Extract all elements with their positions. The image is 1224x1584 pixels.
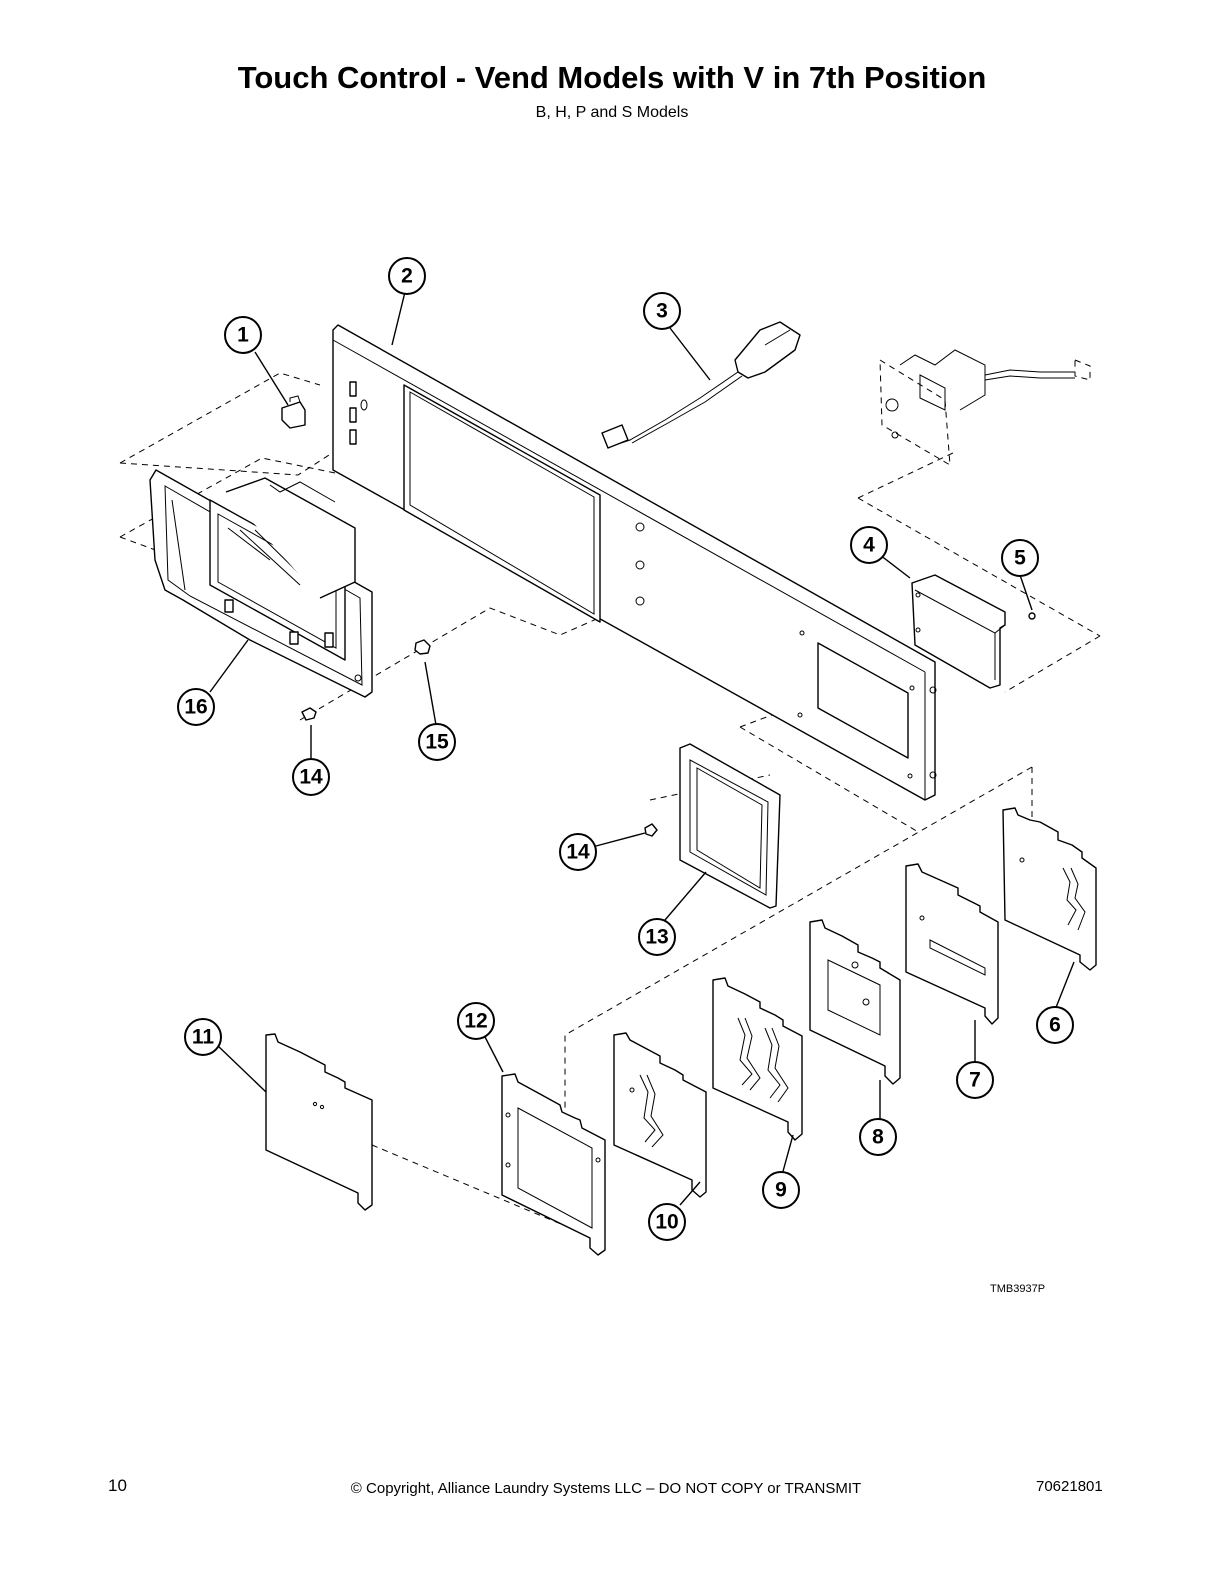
page-title: Touch Control - Vend Models with V in 7t… xyxy=(237,60,987,95)
callout-8-label: 8 xyxy=(872,1126,884,1149)
controller-assembly xyxy=(879,349,1091,466)
callout-14-left-label: 14 xyxy=(299,766,323,789)
callout-11: 11 xyxy=(184,1018,222,1056)
callout-10: 10 xyxy=(648,1203,686,1241)
callout-1-label: 1 xyxy=(237,324,249,347)
callout-14-center: 14 xyxy=(559,833,597,871)
callout-15: 15 xyxy=(418,723,456,761)
callout-15-label: 15 xyxy=(425,731,449,754)
callout-9: 9 xyxy=(762,1171,800,1209)
drawing-code: TMB3937P xyxy=(990,1283,1046,1295)
front-panel xyxy=(332,324,937,801)
callout-12: 12 xyxy=(457,1002,495,1040)
callout-16-label: 16 xyxy=(184,696,207,719)
callout-6-label: 6 xyxy=(1049,1014,1061,1037)
callout-4-label: 4 xyxy=(863,534,875,557)
callout-4: 4 xyxy=(850,526,888,564)
callout-3-label: 3 xyxy=(656,300,668,323)
page-subtitle: B, H, P and S Models xyxy=(535,104,689,121)
callout-5: 5 xyxy=(1001,539,1039,577)
callout-3: 3 xyxy=(643,292,681,330)
copyright-notice: © Copyright, Alliance Laundry Systems LL… xyxy=(350,1480,862,1497)
callout-16: 16 xyxy=(177,688,215,726)
callout-6: 6 xyxy=(1036,1006,1074,1044)
coin-plate-7 xyxy=(905,863,999,1025)
bracket-part xyxy=(911,574,1006,689)
callout-1: 1 xyxy=(224,316,262,354)
leader-lines xyxy=(209,291,1075,1206)
callout-2-label: 2 xyxy=(401,265,413,288)
coin-plate-8 xyxy=(809,919,901,1085)
callout-13-label: 13 xyxy=(645,926,668,949)
clip-part xyxy=(281,395,306,429)
callout-7: 7 xyxy=(956,1061,994,1099)
callout-10-label: 10 xyxy=(655,1211,678,1234)
small-screw-part xyxy=(1028,612,1036,620)
callout-2: 2 xyxy=(388,257,426,295)
callout-14-center-label: 14 xyxy=(566,841,590,864)
page-number: 10 xyxy=(108,1476,127,1495)
wire-harness xyxy=(601,321,801,449)
nut-part xyxy=(414,639,431,655)
callout-14-left: 14 xyxy=(292,758,330,796)
coin-plate-9 xyxy=(712,977,803,1141)
screw-part-left xyxy=(301,707,317,721)
callout-11-label: 11 xyxy=(192,1026,215,1049)
blank-plate-11 xyxy=(265,1033,373,1211)
document-number: 70621801 xyxy=(1036,1478,1103,1495)
coin-plate-6 xyxy=(1002,807,1097,971)
frame-plate-12 xyxy=(501,1073,606,1256)
frame-part xyxy=(679,743,781,909)
callout-7-label: 7 xyxy=(969,1069,981,1092)
callout-9-label: 9 xyxy=(775,1179,787,1202)
callout-12-label: 12 xyxy=(464,1010,487,1033)
screw-part-center xyxy=(644,823,658,837)
callout-13: 13 xyxy=(638,918,676,956)
touch-display-assembly xyxy=(149,469,373,698)
callout-5-label: 5 xyxy=(1014,547,1026,570)
callout-8: 8 xyxy=(859,1118,897,1156)
coin-plate-10 xyxy=(613,1032,707,1198)
